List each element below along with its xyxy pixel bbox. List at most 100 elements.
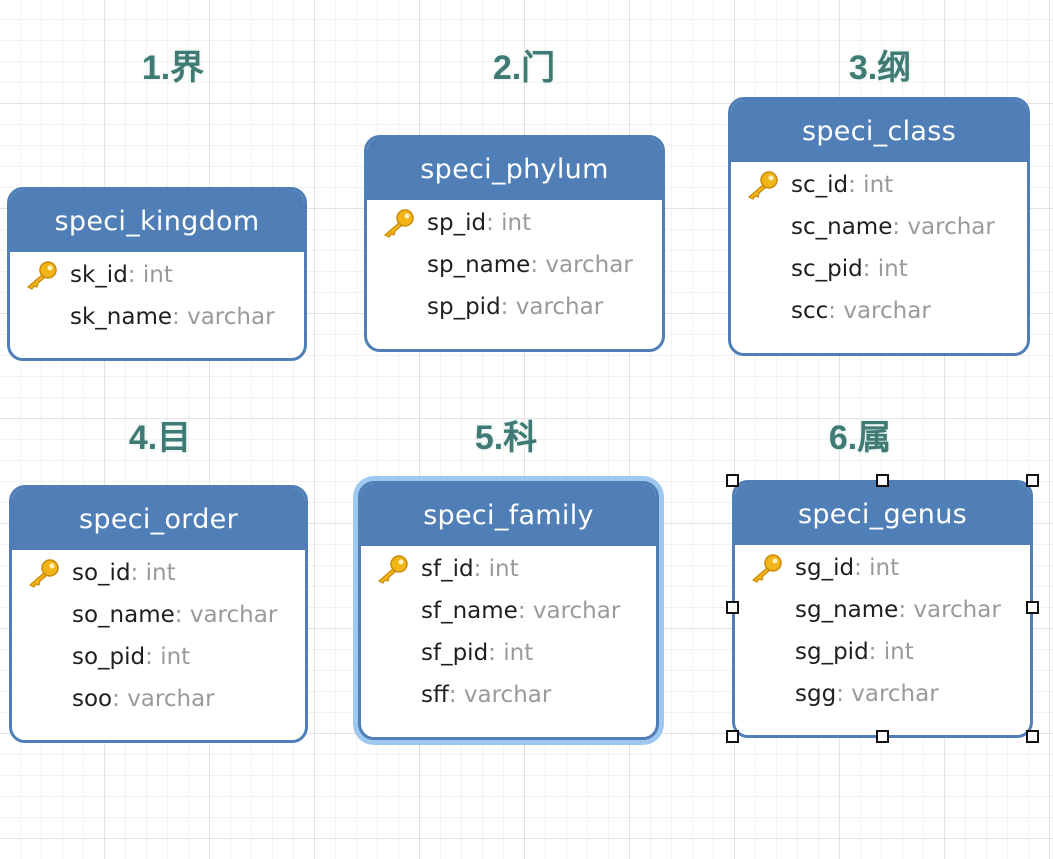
field-list: sp_id: int sp_name: varchar sp_pid: varc… <box>367 200 662 328</box>
field-row[interactable]: scc: varchar <box>731 290 1027 332</box>
primary-key-icon <box>28 559 59 588</box>
resize-handle-top-center[interactable] <box>876 474 889 487</box>
field-type: : varchar <box>828 298 931 324</box>
field-row[interactable]: sff: varchar <box>361 674 656 716</box>
field-type: : int <box>473 556 519 582</box>
field-type: : varchar <box>448 682 552 708</box>
field-row[interactable]: sp_name: varchar <box>367 244 662 286</box>
field-name: scc <box>791 298 829 324</box>
field-type: : int <box>848 172 894 198</box>
field-row[interactable]: sf_id: int <box>361 548 656 590</box>
resize-handle-bottom-left[interactable] <box>726 730 739 743</box>
field-row[interactable]: sk_name: varchar <box>10 296 304 338</box>
field-row[interactable]: so_name: varchar <box>12 594 305 636</box>
field-type: : varchar <box>836 681 939 707</box>
entity-speci-genus[interactable]: speci_genus sg_id: int sg_name: varchar … <box>732 480 1033 738</box>
label-class: 3.纲 <box>848 49 912 87</box>
field-name: sff <box>421 682 449 708</box>
field-name: sc_pid <box>791 256 863 282</box>
field-row[interactable]: sf_pid: int <box>361 632 656 674</box>
field-name: sf_pid <box>421 640 489 666</box>
resize-handle-top-right[interactable] <box>1026 474 1039 487</box>
primary-key-icon <box>383 209 414 238</box>
field-list: sc_id: int sc_name: varchar sc_pid: int … <box>731 162 1027 332</box>
field-row[interactable]: sc_pid: int <box>731 248 1027 290</box>
label-family: 5.科 <box>474 419 538 457</box>
field-name: so_name <box>72 602 175 628</box>
label-kingdom: 1.界 <box>141 49 205 87</box>
field-row[interactable]: sg_pid: int <box>735 631 1030 673</box>
primary-key-icon <box>751 554 782 583</box>
field-name: so_pid <box>72 644 146 670</box>
primary-key-icon <box>377 555 408 584</box>
primary-key-icon <box>26 261 57 290</box>
field-type: : varchar <box>174 602 278 628</box>
field-name: sk_name <box>70 304 173 330</box>
field-row[interactable]: sg_id: int <box>735 547 1030 589</box>
field-type: : varchar <box>500 294 604 320</box>
field-type: : int <box>145 644 191 670</box>
resize-handle-middle-right[interactable] <box>1026 601 1039 614</box>
entity-speci-kingdom[interactable]: speci_kingdom sk_id: int sk_name: varcha… <box>7 187 307 361</box>
resize-handle-top-left[interactable] <box>726 474 739 487</box>
field-name: sk_id <box>70 262 128 288</box>
entity-speci-family[interactable]: speci_family sf_id: int sf_name: varchar… <box>358 481 659 740</box>
field-name: sf_id <box>421 556 474 582</box>
field-name: soo <box>72 686 113 712</box>
field-type: : varchar <box>898 597 1001 623</box>
field-name: sgg <box>795 681 837 707</box>
field-type: : int <box>127 262 173 288</box>
entity-title: speci_class <box>731 100 1027 162</box>
field-row[interactable]: sgg: varchar <box>735 673 1030 715</box>
field-row[interactable]: so_id: int <box>12 552 305 594</box>
entity-title: speci_kingdom <box>10 190 304 252</box>
label-order: 4.目 <box>128 419 192 457</box>
entity-speci-class[interactable]: speci_class sc_id: int sc_name: varchar … <box>728 97 1030 356</box>
field-row[interactable]: sf_name: varchar <box>361 590 656 632</box>
field-type: : int <box>486 210 532 236</box>
label-genus: 6.属 <box>828 419 892 457</box>
primary-key-icon <box>747 171 778 200</box>
entity-speci-phylum[interactable]: speci_phylum sp_id: int sp_name: varchar… <box>364 135 665 352</box>
entity-title: speci_phylum <box>367 138 662 200</box>
field-row[interactable]: sg_name: varchar <box>735 589 1030 631</box>
resize-handle-bottom-center[interactable] <box>876 730 889 743</box>
field-name: sp_pid <box>427 294 501 320</box>
field-type: : varchar <box>112 686 215 712</box>
entity-title: speci_genus <box>735 483 1030 545</box>
field-row[interactable]: soo: varchar <box>12 678 305 720</box>
field-name: so_id <box>72 560 131 586</box>
field-name: sf_name <box>421 598 518 624</box>
field-row[interactable]: sk_id: int <box>10 254 304 296</box>
field-type: : varchar <box>530 252 633 278</box>
field-list: sg_id: int sg_name: varchar sg_pid: int … <box>735 545 1030 715</box>
field-row[interactable]: sp_id: int <box>367 202 662 244</box>
field-row[interactable]: so_pid: int <box>12 636 305 678</box>
field-row[interactable]: sp_pid: varchar <box>367 286 662 328</box>
field-name: sg_name <box>795 597 899 623</box>
field-type: : int <box>862 256 908 282</box>
field-list: so_id: int so_name: varchar so_pid: int … <box>12 550 305 720</box>
field-row[interactable]: sc_name: varchar <box>731 206 1027 248</box>
entity-title: speci_order <box>12 488 305 550</box>
field-name: sp_id <box>427 210 487 236</box>
field-name: sg_id <box>795 555 855 581</box>
label-phylum: 2.门 <box>492 49 556 87</box>
field-type: : int <box>130 560 176 586</box>
field-row[interactable]: sc_id: int <box>731 164 1027 206</box>
field-type: : varchar <box>892 214 995 240</box>
field-name: sg_pid <box>795 639 869 665</box>
field-type: : int <box>488 640 534 666</box>
field-list: sf_id: int sf_name: varchar sf_pid: int … <box>361 546 656 716</box>
entity-speci-order[interactable]: speci_order so_id: int so_name: varchar … <box>9 485 308 743</box>
field-name: sc_name <box>791 214 893 240</box>
field-name: sp_name <box>427 252 531 278</box>
resize-handle-bottom-right[interactable] <box>1026 730 1039 743</box>
field-name: sc_id <box>791 172 849 198</box>
field-list: sk_id: int sk_name: varchar <box>10 252 304 338</box>
resize-handle-middle-left[interactable] <box>726 601 739 614</box>
field-type: : varchar <box>517 598 621 624</box>
field-type: : int <box>854 555 900 581</box>
field-type: : int <box>868 639 914 665</box>
field-type: : varchar <box>172 304 275 330</box>
